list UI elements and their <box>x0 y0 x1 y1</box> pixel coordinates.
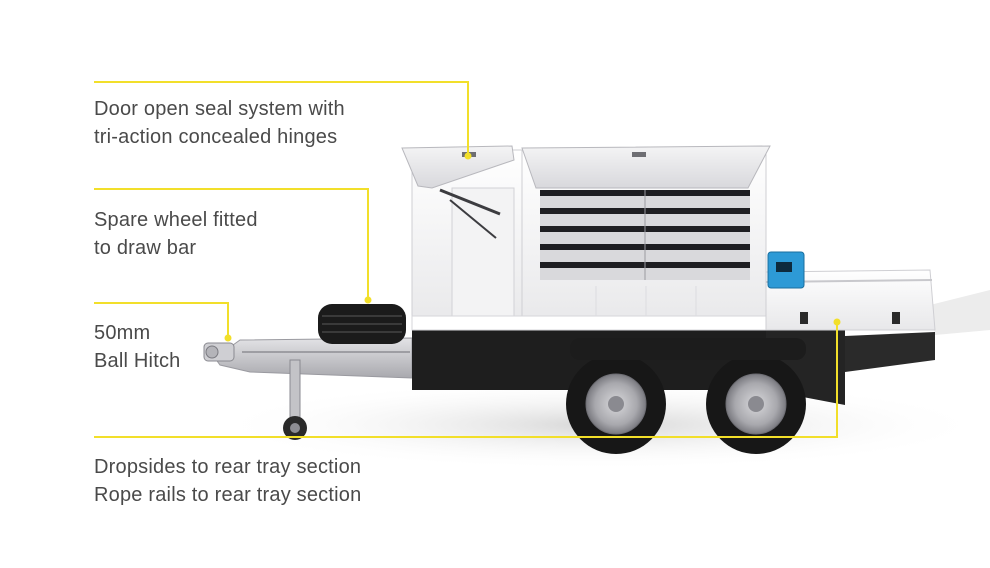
callout-line: Rope rails to rear tray section <box>94 484 362 506</box>
callout-line: Door open seal system with <box>94 98 345 120</box>
leader-line-door-seal <box>94 81 469 156</box>
tray-lock <box>892 312 900 324</box>
leader-lines <box>94 81 838 438</box>
battery-box <box>767 251 805 289</box>
main-door-handle <box>632 152 646 157</box>
leader-dot-spare-wheel <box>364 296 372 304</box>
ball-hitch <box>203 342 235 362</box>
rear-tray-extension <box>930 290 990 335</box>
callout-line: Dropsides to rear tray section <box>94 456 362 478</box>
canopy-vertical-panels <box>595 286 697 316</box>
leader-dot-ball-hitch <box>224 334 232 342</box>
callout-line: Ball Hitch <box>94 350 181 372</box>
tray-lock <box>800 312 808 324</box>
callout-door-seal: Door open seal system with tri-action co… <box>94 95 345 151</box>
wheel-front <box>566 354 666 454</box>
callout-dropsides: Dropsides to rear tray section Rope rail… <box>94 453 361 509</box>
callout-spare-wheel: Spare wheel fitted to draw bar <box>94 206 258 262</box>
leader-dot-door-seal <box>464 152 472 160</box>
canopy-base-strip <box>411 315 767 331</box>
callout-ball-hitch: 50mm Ball Hitch <box>94 319 180 375</box>
leader-dots <box>224 152 841 342</box>
leader-line-spare-wheel <box>94 188 369 300</box>
callout-line: Spare wheel fitted <box>94 209 258 231</box>
leader-dot-dropsides <box>833 318 841 326</box>
front-door-lid <box>401 145 515 189</box>
drawer-stack <box>540 190 750 280</box>
main-door-lid <box>521 145 771 189</box>
callout-line: 50mm <box>94 322 151 344</box>
leader-line-dropsides <box>94 322 838 438</box>
rear-bumper <box>845 332 935 372</box>
wheel-rear <box>706 354 806 454</box>
mudguard <box>570 338 806 360</box>
hinge-arm <box>449 199 497 239</box>
leader-line-ball-hitch <box>94 302 229 338</box>
callout-line: tri-action concealed hinges <box>94 126 338 148</box>
jockey-wheel <box>283 359 307 440</box>
callout-line: to draw bar <box>94 237 197 259</box>
hinge-arm <box>439 188 501 216</box>
spare-wheel <box>318 304 406 344</box>
